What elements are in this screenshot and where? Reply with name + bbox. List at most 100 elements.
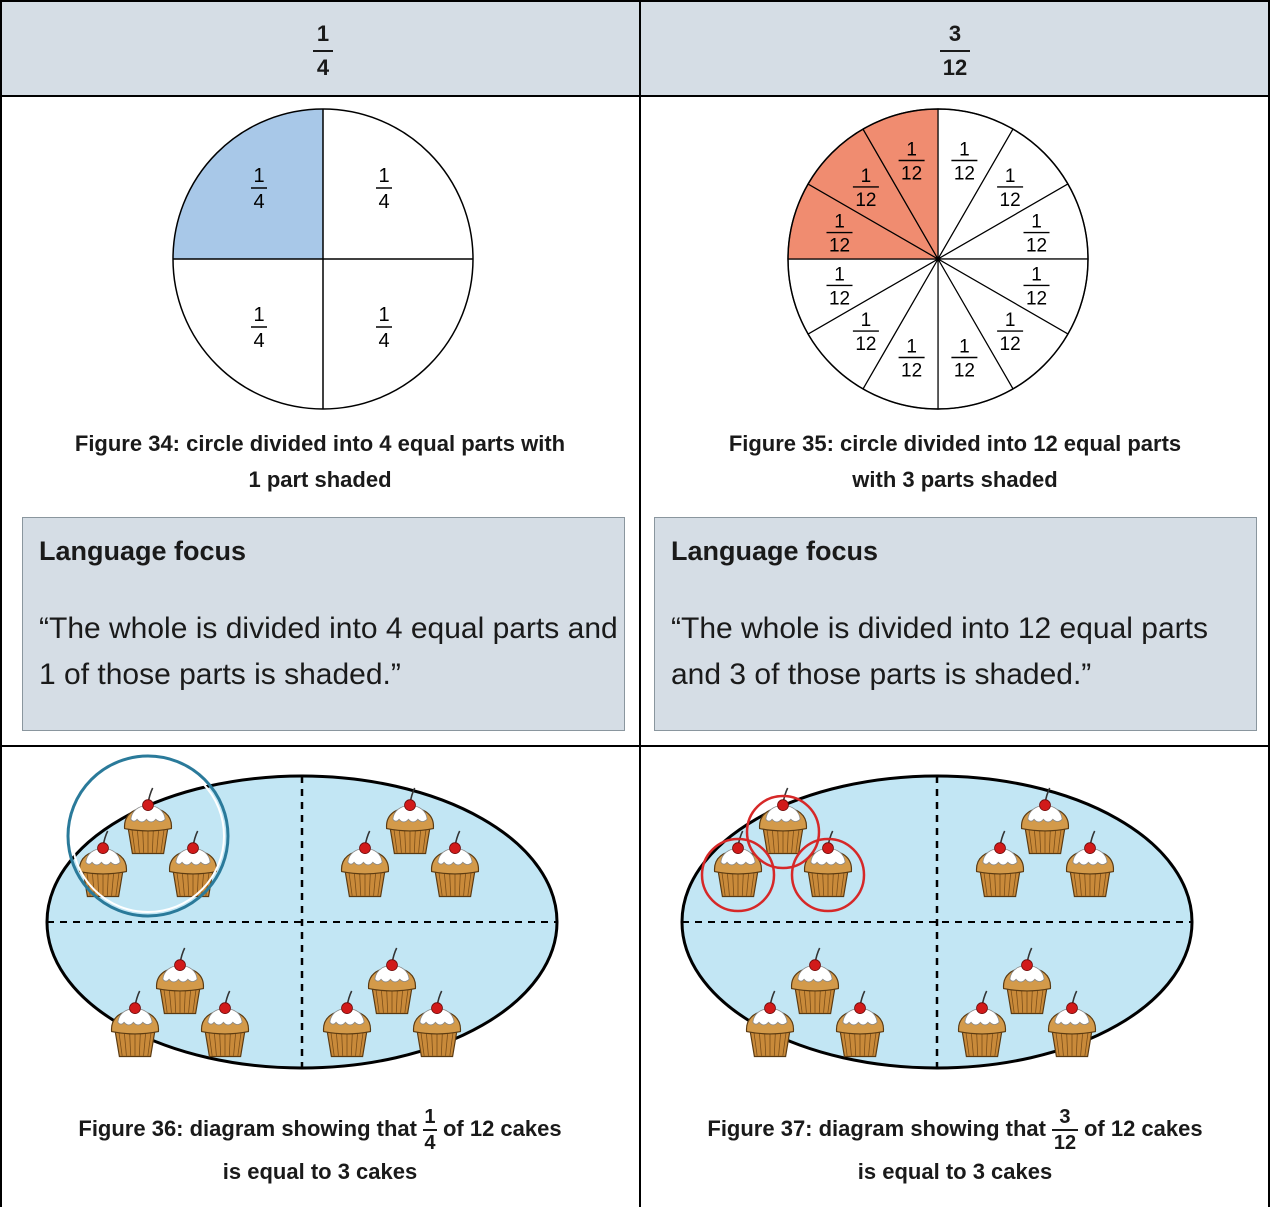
case-ridge <box>176 869 181 896</box>
cherry <box>809 959 821 972</box>
label-den: 12 <box>954 164 975 185</box>
cherry <box>142 799 154 812</box>
fraction-den: 4 <box>424 1132 436 1154</box>
sector-label: 112 <box>951 337 978 382</box>
case-ridge <box>443 869 447 896</box>
cupcake-icon <box>1066 830 1114 898</box>
header-left-numerator: 1 <box>316 21 330 46</box>
case-ridge <box>375 986 380 1013</box>
case-ridge <box>1057 826 1062 853</box>
case-ridge <box>803 986 807 1013</box>
case-ridge <box>1084 1029 1089 1056</box>
cupcake-icon <box>341 830 389 898</box>
highlight-circle <box>66 754 230 918</box>
case-ridge <box>467 869 472 896</box>
cherry <box>854 1002 866 1015</box>
sector-label: 112 <box>852 166 879 211</box>
cherry <box>777 799 789 812</box>
case-ridge <box>721 869 726 896</box>
case-ridge <box>353 869 357 896</box>
case-ridge <box>1060 1029 1064 1056</box>
label-num: 1 <box>834 212 845 233</box>
case-ridge <box>782 1029 787 1056</box>
case-ridge <box>766 826 771 853</box>
cherry <box>187 842 199 855</box>
label-num: 1 <box>906 337 917 358</box>
label-den: 4 <box>253 191 264 213</box>
cupcake-icon <box>976 830 1024 898</box>
label-den: 4 <box>378 191 389 213</box>
caption-line: 1 part shaded <box>248 467 392 492</box>
sector-label: 112 <box>951 140 978 185</box>
case-ridge <box>1055 1029 1060 1056</box>
cupcake-icon <box>836 990 884 1058</box>
caption-text: Figure 36: diagram showing that <box>78 1115 417 1141</box>
label-num: 1 <box>959 140 970 161</box>
case-ridge <box>123 1029 127 1056</box>
case-ridge <box>791 826 795 853</box>
label-num: 1 <box>861 166 872 187</box>
cherry <box>822 842 834 855</box>
case-ridge <box>843 1029 848 1056</box>
table-header-row <box>0 0 1270 96</box>
case-ridge <box>746 869 750 896</box>
cherry <box>174 959 186 972</box>
case-ridge <box>1039 986 1044 1013</box>
case-ridge <box>1008 869 1012 896</box>
case-ridge <box>1080 1029 1084 1056</box>
caption-line-2: is equal to 3 cakes <box>857 1159 1053 1184</box>
case-ridge <box>393 826 398 853</box>
case-ridge <box>848 1029 852 1056</box>
caption-line: with 3 parts shaded <box>852 467 1058 492</box>
case-ridge <box>1010 986 1015 1013</box>
fraction-den: 12 <box>1053 1132 1077 1154</box>
label-num: 1 <box>378 165 389 187</box>
case-ridge <box>168 986 172 1013</box>
case-ridge <box>827 986 832 1013</box>
quarter-label-top-left: 1 4 <box>251 165 267 213</box>
cherry <box>1066 1002 1078 1015</box>
case-ridge <box>1098 869 1102 896</box>
highlight-circle <box>790 837 866 913</box>
sector-label: 112 <box>1023 212 1050 257</box>
cherry <box>1084 842 1096 855</box>
label-num: 1 <box>1005 310 1016 331</box>
cherry <box>449 842 461 855</box>
label-den: 12 <box>829 288 850 309</box>
case-ridge <box>208 1029 213 1056</box>
cherry <box>386 959 398 972</box>
case-ridge <box>965 1029 970 1056</box>
case-ridge <box>445 1029 449 1056</box>
caption-text: of 12 cakes <box>1083 1115 1203 1141</box>
sector-label: 112 <box>1023 264 1050 309</box>
case-ridge <box>753 1029 758 1056</box>
cherry <box>219 1002 231 1015</box>
row-divider <box>0 745 1270 747</box>
case-ridge <box>233 1029 237 1056</box>
cherry <box>1039 799 1051 812</box>
column-divider <box>639 0 641 1207</box>
figure-34-circle: 1 4 1 4 1 4 1 4 <box>172 108 474 410</box>
header-fraction-right: 3 12 <box>925 20 985 82</box>
case-ridge <box>758 1029 762 1056</box>
case-ridge <box>404 986 409 1013</box>
cherry <box>1021 959 1033 972</box>
case-ridge <box>330 1029 335 1056</box>
sector-label: 112 <box>898 140 925 185</box>
label-den: 12 <box>855 190 876 211</box>
circle-outline <box>787 108 1089 410</box>
fraction-bar <box>1051 1129 1078 1131</box>
label-num: 1 <box>861 310 872 331</box>
case-ridge <box>994 1029 999 1056</box>
case-ridge <box>872 1029 877 1056</box>
label-num: 1 <box>253 304 264 326</box>
label-den: 12 <box>1026 236 1047 257</box>
case-ridge <box>111 869 115 896</box>
cupcake-icon <box>111 990 159 1058</box>
case-ridge <box>373 869 377 896</box>
case-ridge <box>811 869 816 896</box>
caption-line: Figure 34: circle divided into 4 equal p… <box>74 431 566 456</box>
